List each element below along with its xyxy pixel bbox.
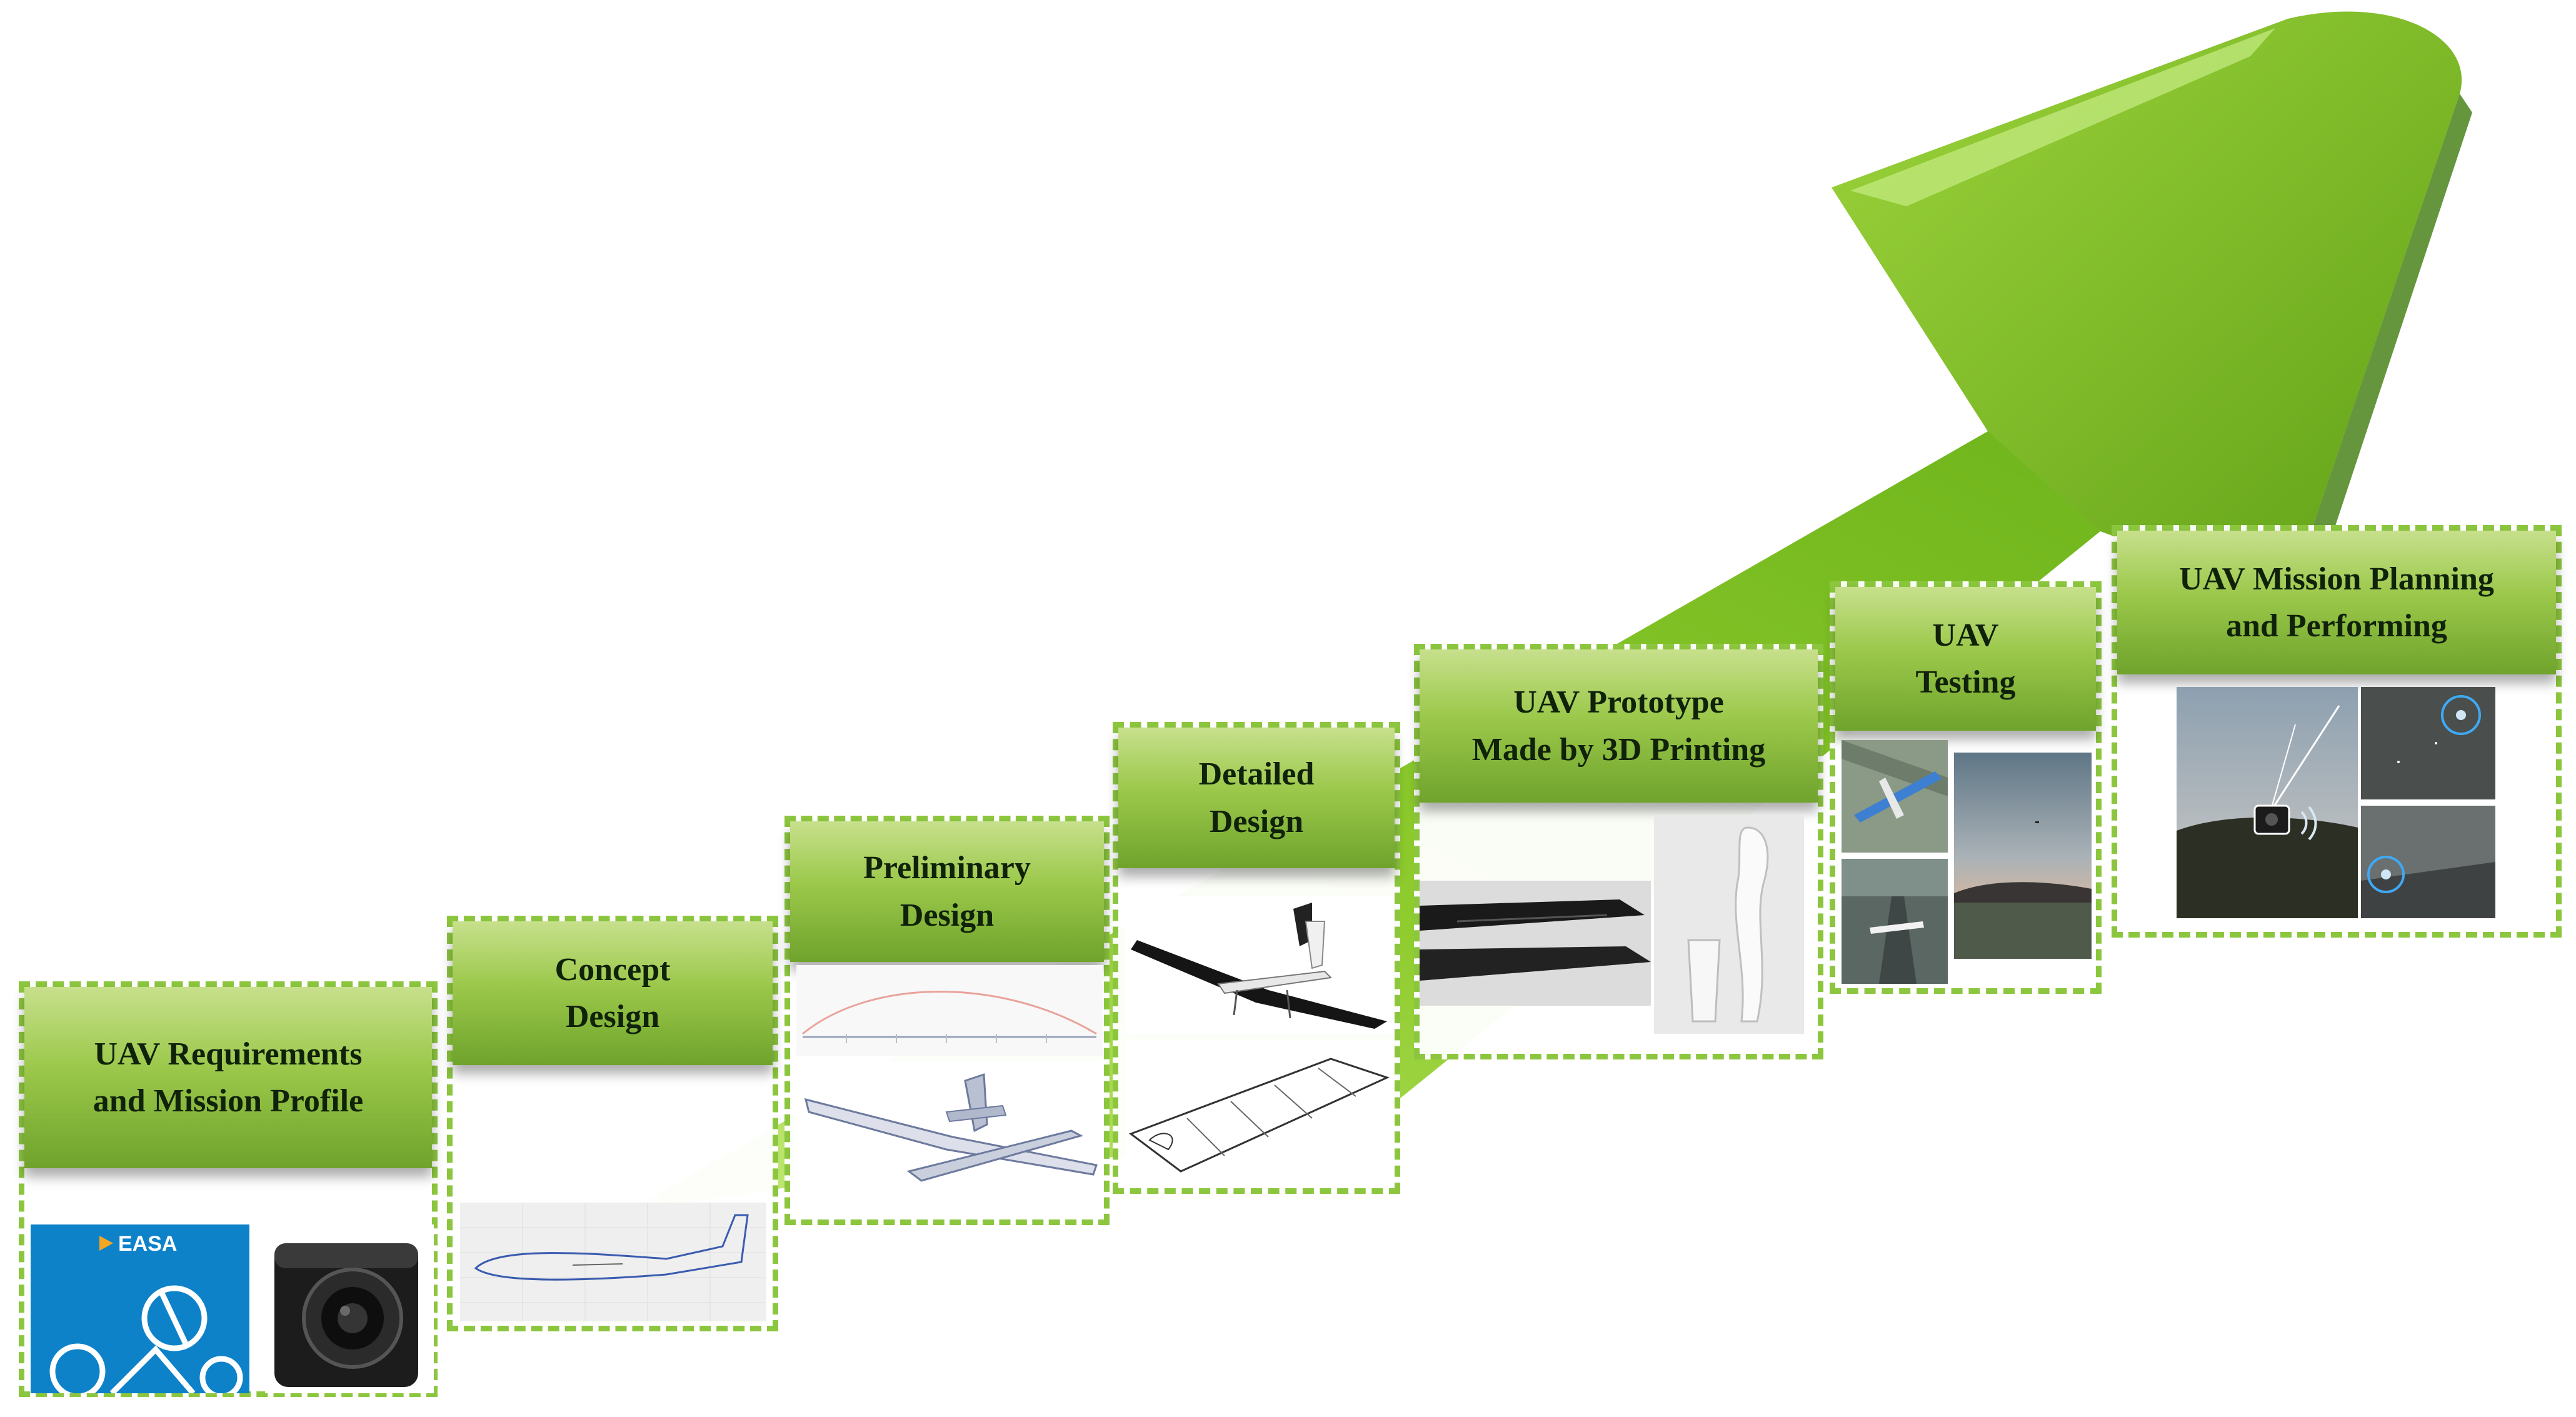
stage-concept-design: Concept Design [447,916,778,1331]
wing-structure-image [1125,1040,1393,1181]
printed-parts-image [1654,815,1804,1034]
stage-title-line2: Design [1209,803,1304,839]
stage-title-line2: Made by 3D Printing [1471,731,1766,768]
stage-header: UAV Requirements and Mission Profile [24,987,432,1168]
stage-title-line2: Design [565,999,660,1034]
stage-title-line2: Design [900,897,995,933]
detailed-uav-model-image [1125,896,1393,1034]
stage-header: UAV Prototype Made by 3D Printing [1420,649,1818,803]
mission-view-image [2177,687,2358,918]
mission-night-view-bottom-image [2361,806,2495,918]
stage-title-line1: UAV Requirements [94,1036,363,1072]
stage-title-line1: UAV Prototype [1513,684,1724,721]
stage-header: Detailed Design [1118,728,1395,868]
uav-cad-model-image [796,1062,1103,1203]
concept-sketch-image [460,1203,766,1321]
stage-preliminary-design: Preliminary Design [784,816,1110,1225]
stage-detailed-design: Detailed Design [1113,722,1400,1194]
camera-image [265,1224,434,1393]
stage-title-line2: and Mission Profile [93,1083,364,1119]
arrow-head-highlight [1850,28,2275,206]
test-uav-ground-image [1842,740,1948,853]
stage-requirements: UAV Requirements and Mission Profile EAS… [19,981,438,1397]
stage-title-line2: and Performing [2226,608,2447,644]
stage-mission-planning: UAV Mission Planning and Performing [2112,525,2562,938]
easa-logo-text: EASA [118,1232,177,1256]
stage-header: Preliminary Design [790,821,1104,962]
mission-night-view-top-image [2361,687,2495,799]
airfoil-drawing-image [796,965,1103,1056]
stage-title-line1: Concept [554,951,671,988]
stage-prototype-3d-printing: UAV Prototype Made by 3D Printing [1414,644,1823,1059]
stage-title-line1: UAV [1932,617,1999,653]
stage-header: UAV Mission Planning and Performing [2117,531,2556,674]
printed-wings-image [1420,881,1651,1006]
stage-header: Concept Design [453,921,773,1065]
test-flight-sky-image [1954,753,2092,959]
easa-logo-image: EASA [31,1224,249,1393]
stage-title-line1: UAV Mission Planning [2179,561,2494,597]
stage-title-line1: Preliminary [863,850,1031,886]
arrow-head-shadow [2288,94,2472,613]
stage-header: UAV Testing [1835,587,2096,731]
stage-testing: UAV Testing [1830,581,2102,994]
test-runway-image [1842,859,1948,984]
stage-title-line2: Testing [1915,664,2016,700]
stage-title-line1: Detailed [1198,756,1315,793]
